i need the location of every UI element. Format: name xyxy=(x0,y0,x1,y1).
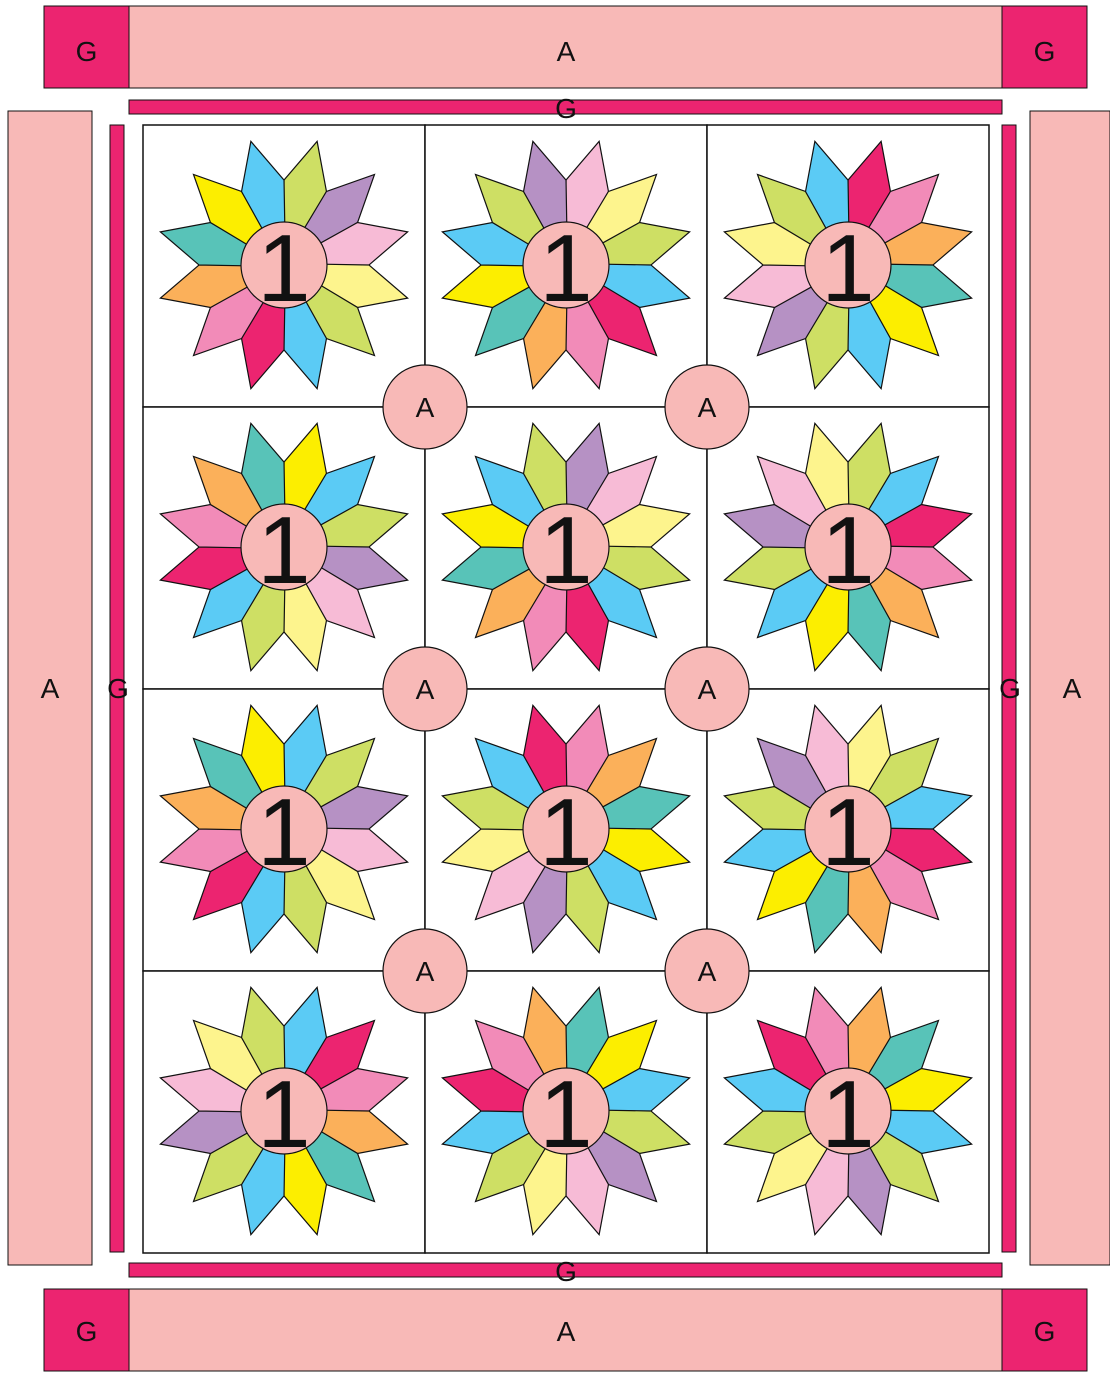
block-label: 1 xyxy=(539,779,592,886)
cornerstone-label: A xyxy=(698,392,717,423)
cornerstone: A xyxy=(665,365,749,449)
cornerstone: A xyxy=(665,929,749,1013)
bottom-corner-left-label: G xyxy=(76,1316,98,1347)
left-outer-border-label: A xyxy=(41,673,60,704)
cornerstone-label: A xyxy=(416,674,435,705)
quilt-block: 1 xyxy=(425,407,707,689)
block-label: 1 xyxy=(821,1061,874,1168)
block-label: 1 xyxy=(539,1061,592,1168)
block-label: 1 xyxy=(821,779,874,886)
bottom-outer-border-label: A xyxy=(557,1316,576,1347)
quilt-block: 1 xyxy=(143,125,425,407)
right-inner-border-label: G xyxy=(999,673,1021,704)
block-label: 1 xyxy=(257,497,310,604)
cornerstone: A xyxy=(383,929,467,1013)
block-label: 1 xyxy=(821,215,874,322)
top-corner-left-label: G xyxy=(76,36,98,67)
top-outer-border-label: A xyxy=(557,36,576,67)
cornerstone-label: A xyxy=(698,674,717,705)
blocks-grid: 1 1 1 1 1 1 1 1 1 1 1 1 xyxy=(143,125,989,1253)
left-inner-border-label: G xyxy=(107,673,129,704)
top-inner-border-label: G xyxy=(555,93,577,124)
block-label: 1 xyxy=(539,497,592,604)
cornerstone-label: A xyxy=(698,956,717,987)
quilt-block: 1 xyxy=(707,407,989,689)
quilt-block: 1 xyxy=(143,689,425,971)
quilt-block: 1 xyxy=(143,971,425,1253)
cornerstone: A xyxy=(383,365,467,449)
quilt-block: 1 xyxy=(425,689,707,971)
quilt-block: 1 xyxy=(425,125,707,407)
block-label: 1 xyxy=(539,215,592,322)
bottom-corner-right-label: G xyxy=(1034,1316,1056,1347)
cornerstone: A xyxy=(665,647,749,731)
quilt-block: 1 xyxy=(707,971,989,1253)
quilt-block: 1 xyxy=(143,407,425,689)
cornerstone-label: A xyxy=(416,392,435,423)
block-label: 1 xyxy=(821,497,874,604)
top-corner-right-label: G xyxy=(1034,36,1056,67)
block-label: 1 xyxy=(257,1061,310,1168)
cornerstone-label: A xyxy=(416,956,435,987)
quilt-block: 1 xyxy=(425,971,707,1253)
right-outer-border-label: A xyxy=(1063,673,1082,704)
quilt-block: 1 xyxy=(707,125,989,407)
block-label: 1 xyxy=(257,215,310,322)
quilt-block: 1 xyxy=(707,689,989,971)
block-label: 1 xyxy=(257,779,310,886)
cornerstone: A xyxy=(383,647,467,731)
bottom-inner-border-label: G xyxy=(555,1256,577,1287)
